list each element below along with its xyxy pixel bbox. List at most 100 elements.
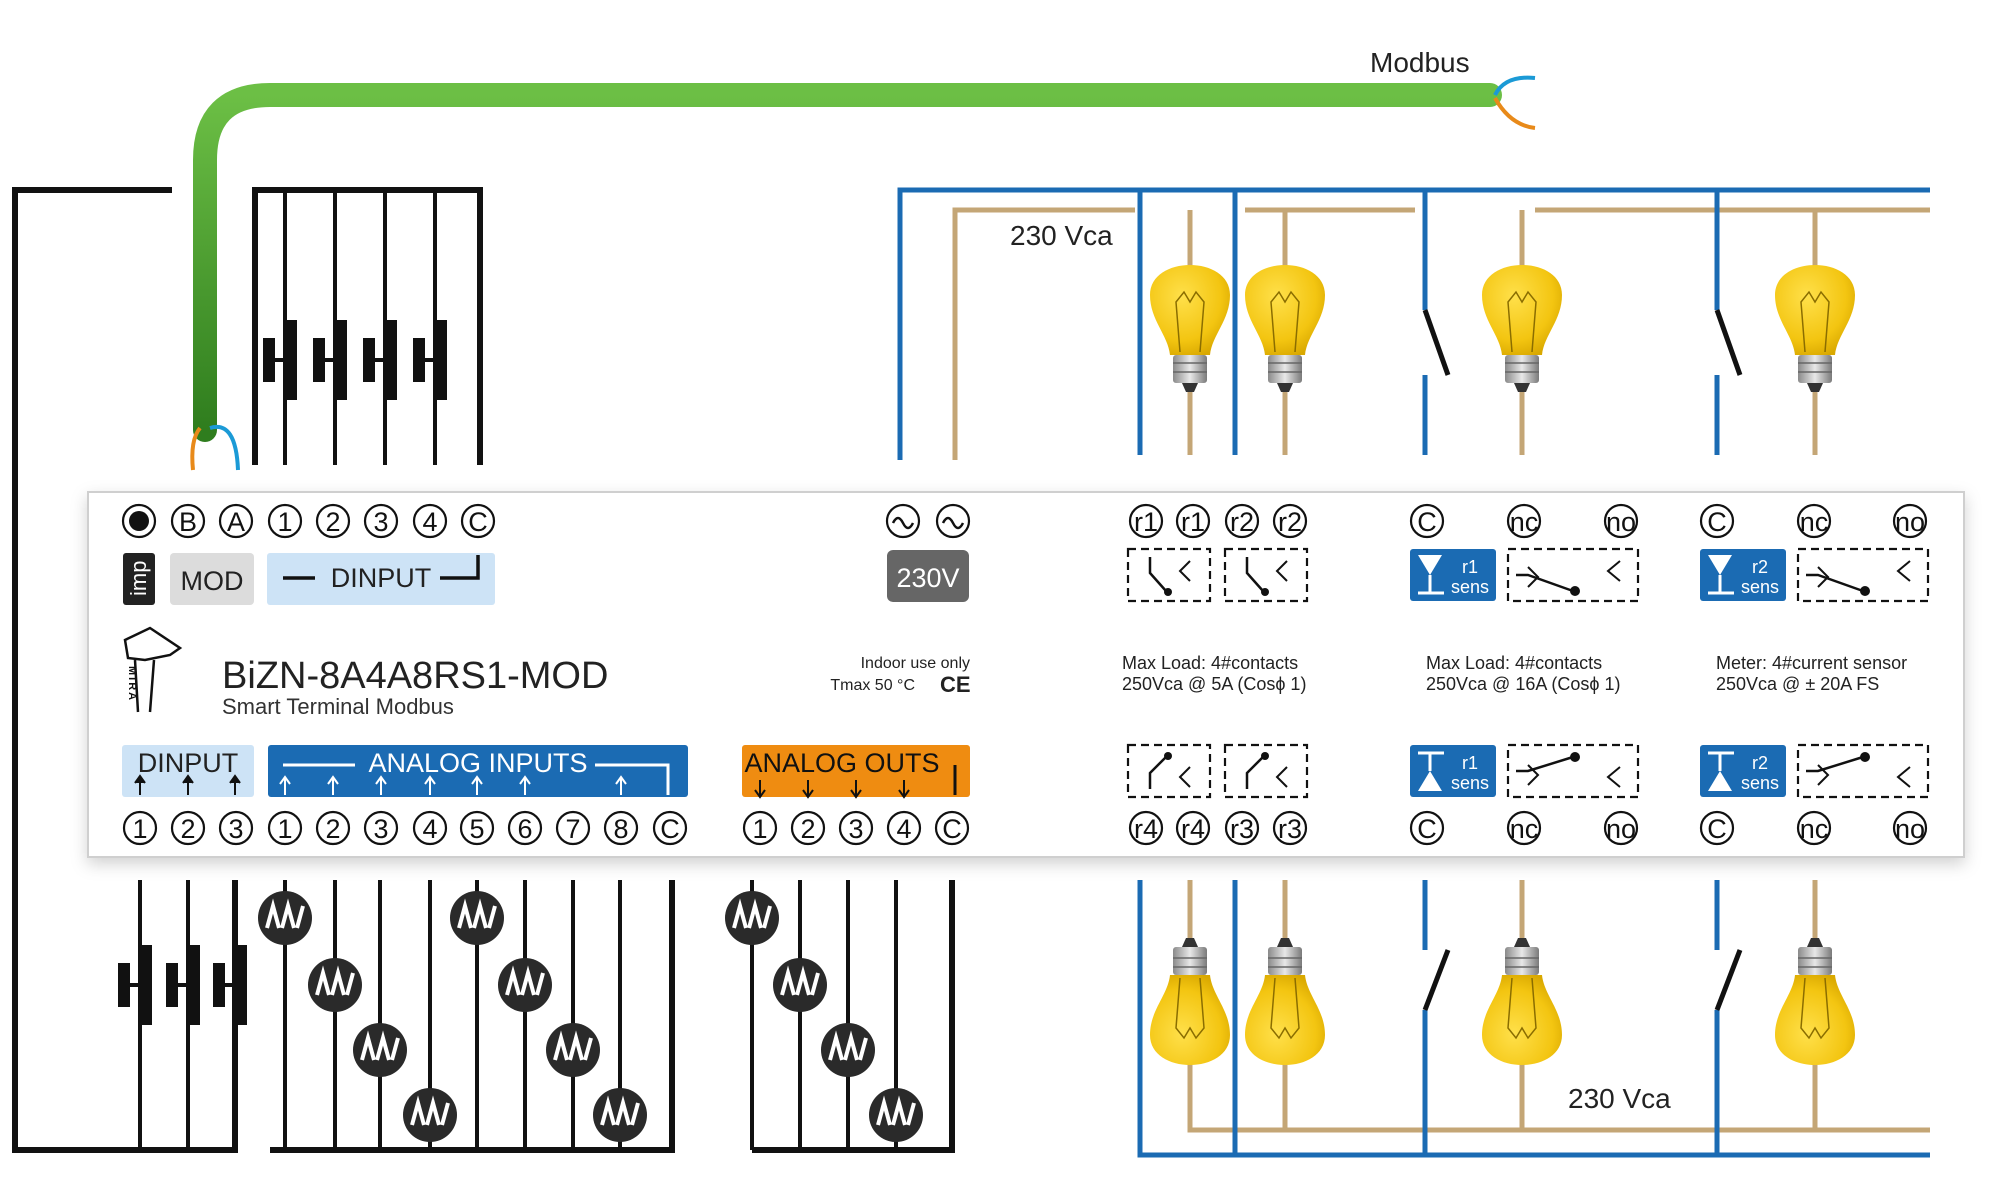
svg-text:3: 3 bbox=[848, 814, 863, 844]
analog-sensor-icon bbox=[725, 891, 779, 945]
power-terminal-0 bbox=[885, 503, 921, 539]
analog-output-arrows bbox=[754, 780, 910, 799]
pushbutton-icon bbox=[263, 320, 297, 400]
terminal-top-0 bbox=[121, 503, 157, 539]
din-terminal-2: 3 bbox=[218, 810, 254, 846]
spec-meter-line1: Meter: 4#current sensor bbox=[1716, 653, 1907, 673]
analog-outs-badge bbox=[742, 745, 970, 797]
imp-label: imp bbox=[126, 561, 151, 596]
analog-sensor-icon bbox=[308, 958, 362, 1012]
analog-outs-label: ANALOG OUTS bbox=[744, 748, 939, 778]
sens-word: sens bbox=[1451, 577, 1489, 597]
relay-contact-icon bbox=[1126, 743, 1212, 799]
svg-text:C: C bbox=[468, 507, 488, 537]
pushbutton-icon bbox=[313, 320, 347, 400]
svg-text:1: 1 bbox=[277, 507, 292, 537]
dinput-top-badge bbox=[267, 553, 495, 605]
analog-sensor-icon bbox=[498, 958, 552, 1012]
svg-text:4: 4 bbox=[422, 507, 437, 537]
svg-text:r3: r3 bbox=[1230, 814, 1254, 844]
ain-terminal-8: C bbox=[652, 810, 688, 846]
top-pushbutton-group bbox=[252, 187, 483, 465]
svg-text:nc: nc bbox=[1800, 814, 1829, 844]
analog-sensor-icon bbox=[450, 891, 504, 945]
spec-relay-5a-line1: Max Load: 4#contacts bbox=[1122, 653, 1298, 673]
voltage-badge bbox=[887, 550, 969, 602]
svg-text:4: 4 bbox=[422, 814, 437, 844]
pushbutton-icon bbox=[363, 320, 397, 400]
svg-text:3: 3 bbox=[373, 814, 388, 844]
relay-contact-icon bbox=[1126, 547, 1212, 603]
switch-icon bbox=[1422, 309, 1451, 376]
device-model: BiZN-8A4A8RS1-MOD bbox=[222, 655, 608, 697]
light-bulb-icon bbox=[1245, 265, 1325, 392]
dinput-top-label: DINPUT bbox=[331, 563, 432, 593]
analog-sensor-icon bbox=[403, 1088, 457, 1142]
spec-relay-16a-line2: 250Vca @ 16A (Cosϕ 1) bbox=[1426, 674, 1620, 694]
svg-text:r4: r4 bbox=[1181, 814, 1205, 844]
svg-text:r2: r2 bbox=[1278, 507, 1302, 537]
svg-text:2: 2 bbox=[800, 814, 815, 844]
ain-terminal-1: 2 bbox=[315, 810, 351, 846]
ce-mark: CE bbox=[940, 672, 971, 697]
aout-terminal-0: 1 bbox=[742, 810, 778, 846]
terminal-top-2: A bbox=[218, 503, 254, 539]
pushbutton-icon bbox=[413, 320, 447, 400]
analog-sensor-icon bbox=[821, 1023, 875, 1077]
supply-bottom-label: 230 Vca bbox=[1568, 1083, 1671, 1114]
ain-terminal-0: 1 bbox=[267, 810, 303, 846]
analog-sensor-icon bbox=[593, 1088, 647, 1142]
svg-text:3: 3 bbox=[228, 814, 243, 844]
imp-badge bbox=[123, 553, 155, 605]
analog-input-wires bbox=[270, 880, 675, 1153]
svg-text:C: C bbox=[660, 814, 680, 844]
supply-top-label: 230 Vca bbox=[1010, 220, 1113, 251]
sens-word: sens bbox=[1741, 773, 1779, 793]
svg-text:no: no bbox=[1895, 507, 1925, 537]
svg-text:C: C bbox=[1707, 814, 1727, 844]
din-terminal-1: 2 bbox=[170, 810, 206, 846]
co-terminal-bottom-a-1: nc bbox=[1506, 810, 1542, 846]
terminal-top-7: C bbox=[460, 503, 496, 539]
aout-terminal-4: C bbox=[934, 810, 970, 846]
tmax-note: Tmax 50 °C bbox=[830, 677, 915, 694]
light-bulb-icon bbox=[1775, 938, 1855, 1065]
analog-input-arrows bbox=[279, 775, 627, 795]
light-bulb-icon bbox=[1245, 938, 1325, 1065]
svg-text:r1: r1 bbox=[1181, 507, 1205, 537]
svg-text:2: 2 bbox=[180, 814, 195, 844]
terminal-top-3: 1 bbox=[267, 503, 303, 539]
svg-text:C: C bbox=[1707, 507, 1727, 537]
svg-text:2: 2 bbox=[325, 507, 340, 537]
ain-terminal-7: 8 bbox=[603, 810, 639, 846]
svg-text:1: 1 bbox=[277, 814, 292, 844]
relay-terminal-top-1: r1 bbox=[1175, 503, 1211, 539]
pushbutton-icon bbox=[166, 945, 200, 1025]
analog-output-wires bbox=[750, 880, 955, 1153]
co-terminal-a-2: no bbox=[1603, 503, 1639, 539]
dinput-bottom-badge bbox=[122, 745, 254, 797]
terminal-top-5: 3 bbox=[363, 503, 399, 539]
svg-text:A: A bbox=[227, 507, 245, 537]
svg-text:no: no bbox=[1606, 507, 1636, 537]
ain-terminal-6: 7 bbox=[555, 810, 591, 846]
co-terminal-bottom-b-0: C bbox=[1699, 810, 1735, 846]
svg-text:B: B bbox=[179, 507, 197, 537]
light-bulb-icon bbox=[1775, 265, 1855, 392]
terminal-top-6: 4 bbox=[412, 503, 448, 539]
svg-text:7: 7 bbox=[565, 814, 580, 844]
relay-contact-icon bbox=[1506, 547, 1640, 603]
co-terminal-b-1: nc bbox=[1796, 503, 1832, 539]
switch-icon bbox=[1422, 949, 1451, 1011]
spec-relay-5a-line2: 250Vca @ 5A (Cosϕ 1) bbox=[1122, 674, 1306, 694]
aout-terminal-2: 3 bbox=[838, 810, 874, 846]
svg-text:C: C bbox=[1417, 507, 1437, 537]
co-terminal-b-2: no bbox=[1892, 503, 1928, 539]
relay-contact-icon bbox=[1506, 743, 1640, 799]
relay-terminal-bottom-2: r3 bbox=[1224, 810, 1260, 846]
mod-badge bbox=[170, 553, 254, 605]
light-bulb-icon bbox=[1150, 938, 1230, 1065]
